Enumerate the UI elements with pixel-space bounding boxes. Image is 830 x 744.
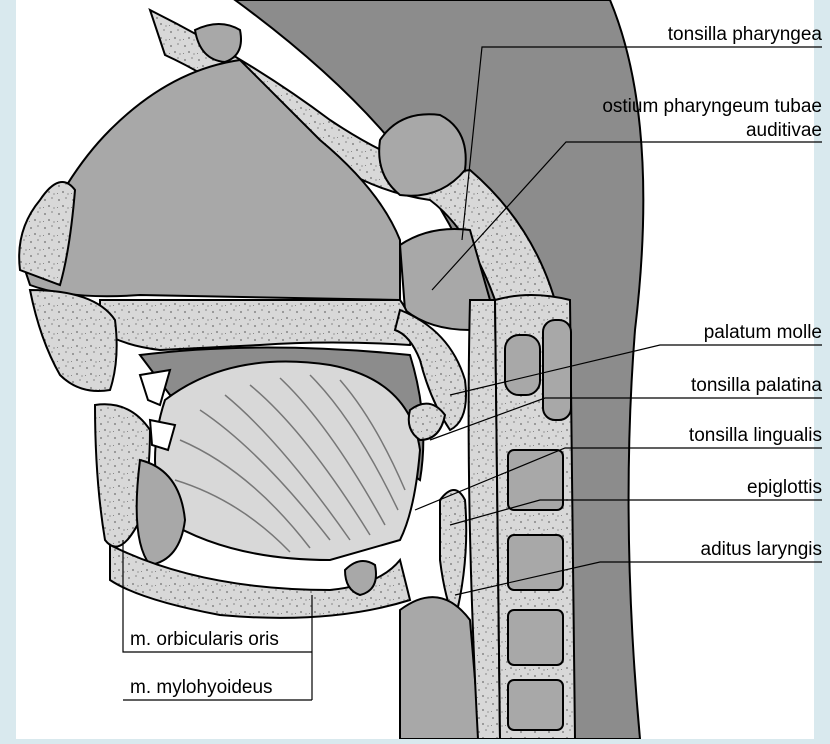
larynx [400,597,480,739]
cervical-spine [495,295,575,739]
hard-palate [100,300,411,350]
label-palatum-molle: palatum molle [704,322,822,343]
label-orbicularis-oris: m. orbicularis oris [130,629,279,650]
label-ostium-line2: auditivae [746,120,822,141]
label-tonsilla-lingualis: tonsilla lingualis [689,425,822,446]
label-tonsilla-pharyngea: tonsilla pharyngea [668,24,823,45]
label-epiglottis: epiglottis [747,477,822,498]
label-mylohyoideus: m. mylohyoideus [130,677,273,698]
label-tonsilla-palatina: tonsilla palatina [691,375,822,396]
label-aditus-laryngis: aditus laryngis [701,539,822,560]
label-ostium-line1: ostium pharyngeum tubae [602,96,822,117]
tongue [155,362,420,560]
